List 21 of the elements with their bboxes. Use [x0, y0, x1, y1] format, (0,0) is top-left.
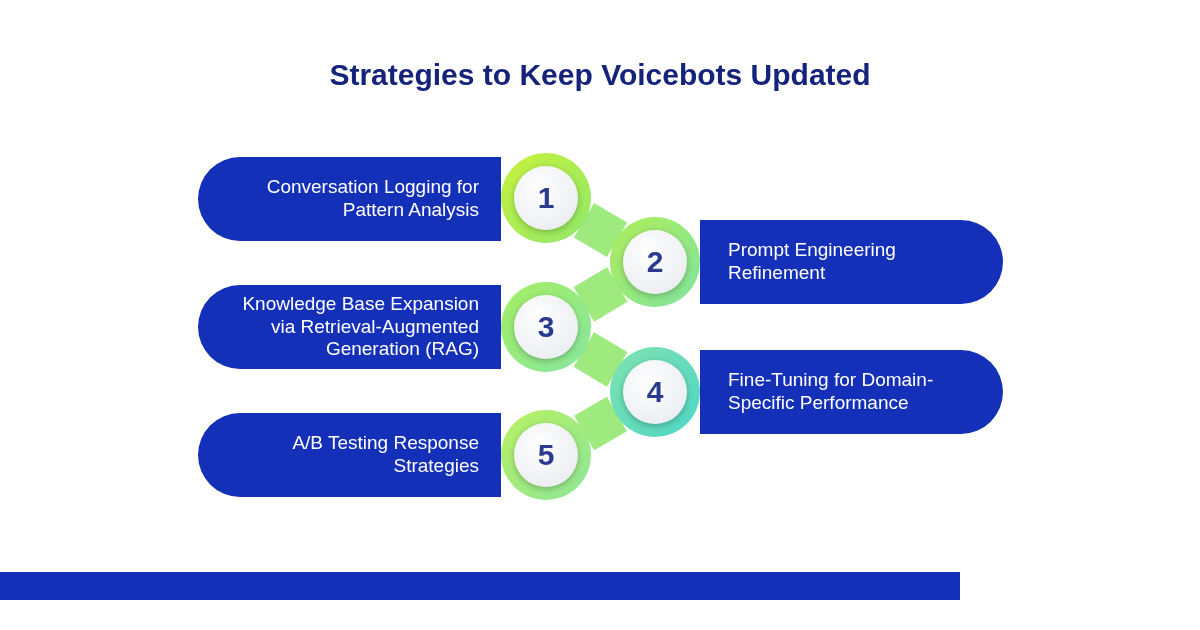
strategy-banner: [198, 413, 501, 497]
strategy-banner: [198, 157, 501, 241]
connector-link: [573, 203, 628, 257]
step-number: 1: [537, 181, 555, 215]
strategy-banner: [700, 220, 1003, 304]
step-number: 3: [537, 310, 555, 344]
diagram-title: Strategies to Keep Voicebots Updated: [328, 58, 872, 92]
strategy-text: Knowledge Base Expansion via Retrieval-Augmented Generation (RAG): [241, 292, 479, 362]
strategy-banner: [198, 285, 501, 369]
step-number: 5: [537, 438, 555, 472]
connector-link: [574, 396, 627, 451]
step-number: 2: [646, 245, 664, 279]
number-circle: [501, 282, 591, 372]
number-circle: [610, 347, 700, 437]
number-circle: [610, 217, 700, 307]
step-number: 4: [646, 375, 664, 409]
strategy-text: Conversation Logging for Pattern Analysis: [265, 176, 479, 222]
strategy-text: A/B Testing Response Strategies: [291, 432, 479, 478]
strategy-banner: [700, 350, 1003, 434]
strategy-text: Prompt Engineering Refinement: [728, 239, 897, 285]
strategy-text: Fine-Tuning for Domain-Specific Performance: [728, 369, 935, 415]
